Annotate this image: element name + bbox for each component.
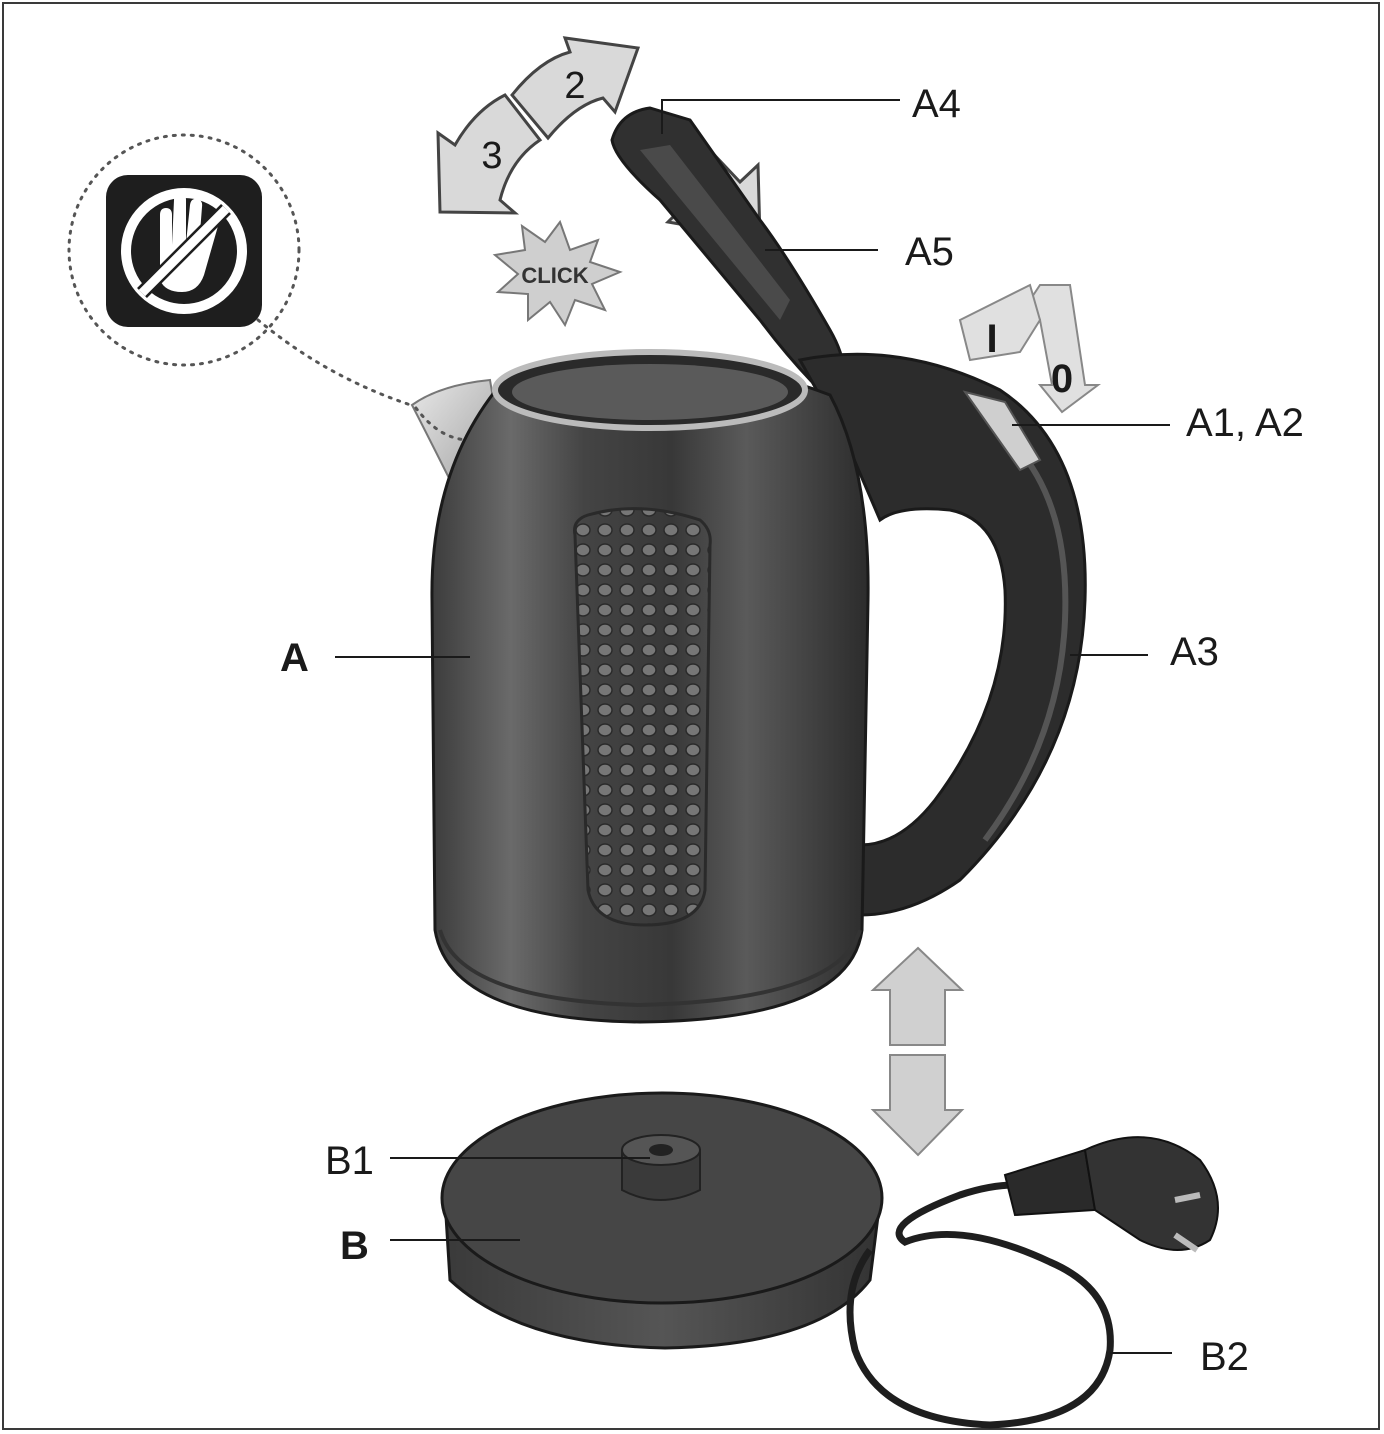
plug-body	[1083, 1136, 1219, 1251]
label-a1-a2: A1, A2	[1186, 401, 1304, 445]
click-text: CLICK	[521, 263, 588, 288]
dotted-leader	[256, 318, 422, 410]
step-3-number: 3	[481, 135, 502, 177]
switch-on-symbol: I	[986, 317, 997, 361]
arrow-step-3	[436, 93, 543, 215]
label-a: A	[280, 636, 309, 680]
plug-pin-2	[1173, 1232, 1199, 1253]
water-window	[573, 507, 712, 927]
label-b2: B2	[1200, 1335, 1249, 1379]
switch-arrows: I 0	[958, 283, 1101, 414]
label-b1: B1	[325, 1139, 374, 1183]
label-a3: A3	[1170, 630, 1219, 674]
no-touch-warning	[67, 133, 422, 410]
arrow-step-2	[510, 36, 641, 141]
switch-off-symbol: 0	[1051, 357, 1073, 401]
label-b: B	[340, 1224, 369, 1268]
power-cord	[846, 1136, 1219, 1429]
plug-neck	[1003, 1148, 1097, 1217]
dotted-circle	[67, 133, 301, 367]
label-a5: A5	[905, 230, 954, 274]
no-touch-hand-icon	[121, 188, 247, 314]
up-down-arrow-icon	[870, 946, 965, 1157]
leader-a4	[661, 99, 900, 134]
kettle-handle	[797, 352, 1087, 917]
step-2-number: 2	[564, 65, 585, 107]
kettle-base	[440, 1091, 884, 1350]
plug-pin-1	[1174, 1192, 1201, 1203]
kettle-body	[430, 349, 870, 1024]
power-switch	[962, 390, 1042, 472]
leader-lines	[335, 99, 1172, 1354]
click-burst: CLICK	[492, 219, 623, 328]
label-a4: A4	[912, 82, 961, 126]
